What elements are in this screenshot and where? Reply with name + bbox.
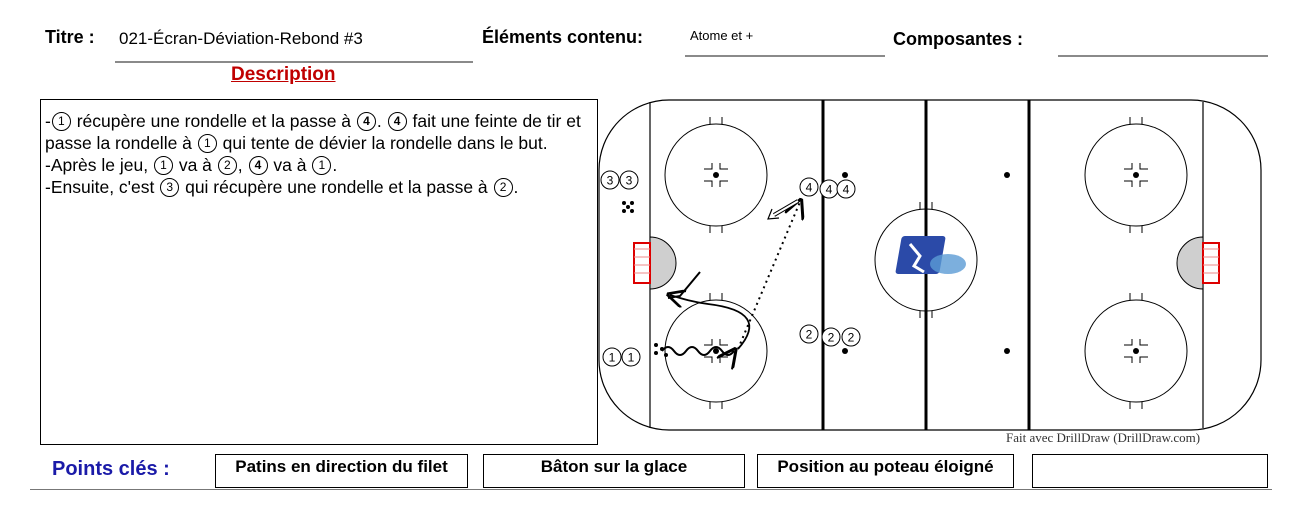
key-point-box-2[interactable]: Bâton sur la glace [483,454,745,488]
description-text: va à [268,155,312,175]
svg-text:2: 2 [828,331,835,345]
description-paragraph: -Ensuite, c'est 3 qui récupère une ronde… [45,176,593,198]
description-text: qui tente de dévier la rondelle dans le … [217,133,548,153]
stick-icon [667,271,701,299]
drilldraw-credit: Fait avec DrillDraw (DrillDraw.com) [1006,430,1201,445]
player-marker-4: 4 [836,179,856,199]
description-text: - [45,111,51,131]
player-number-circle: 1 [153,156,173,175]
key-point-box-3[interactable]: Position au poteau éloigné [757,454,1014,488]
description-text: -Ensuite, c'est [45,177,160,197]
player-marker-2: 2 [841,327,861,347]
description-paragraph: -Après le jeu, 1 va à 2, 4 va à 1. [45,154,593,176]
player-marker-4: 4 [819,179,839,199]
player-marker-1: 1 [621,347,641,367]
description-text: . [513,177,519,197]
player-marker-2: 2 [799,324,819,344]
svg-text:3: 3 [607,174,614,188]
player-number-circle: 2 [493,178,513,197]
key-point-box-1[interactable]: Patins en direction du filet [215,454,468,488]
puck-carry-path [661,347,734,355]
description-text: fait une feinte de tir et passe la ronde… [45,111,581,153]
bottom-rule [30,489,1272,490]
titre-value[interactable]: 021-Écran-Déviation-Rebond #3 [119,29,363,48]
description-heading: Description [231,64,336,85]
player-number-circle: 1 [312,156,332,175]
player-number-circle: 4 [356,112,376,131]
description-text: -Après le jeu, [45,155,153,175]
description-text: qui récupère une rondelle et la passe à [180,177,493,197]
svg-text:4: 4 [826,183,833,197]
description-paragraph: -1 récupère une rondelle et la passe à 4… [45,110,593,154]
description-text: va à [173,155,217,175]
player-marker-1: 1 [602,347,622,367]
description-text: . [332,155,338,175]
description-text: récupère une rondelle et la passe à [71,111,356,131]
pass-path [737,202,800,350]
elements-label: Éléments contenu: [482,27,644,47]
skate-path [670,295,751,350]
player-marker-3: 3 [619,170,639,190]
elements-underline [685,55,885,57]
goal-net-left [633,242,651,284]
description-text: , [237,155,248,175]
player-marker-3: 3 [600,170,620,190]
pucks-top [622,201,634,213]
svg-text:1: 1 [609,351,616,365]
description-box[interactable]: -1 récupère une rondelle et la passe à 4… [40,99,598,445]
svg-text:2: 2 [806,328,813,342]
key-point-box-4[interactable] [1032,454,1268,488]
player-number-circle: 4 [387,112,407,131]
svg-text:1: 1 [628,351,635,365]
titre-underline [115,61,473,63]
player-number-circle: 3 [160,178,180,197]
description-text: . [376,111,387,131]
composantes-label: Composantes : [893,29,1024,49]
player-number-circle: 4 [248,156,268,175]
svg-text:3: 3 [626,174,633,188]
player-number-circle: 2 [217,156,237,175]
svg-text:4: 4 [843,183,850,197]
svg-text:4: 4 [806,181,813,195]
player-number-circle: 1 [51,112,71,131]
center-logo [895,236,966,274]
player-marker-2: 2 [821,327,841,347]
player-marker-4: 4 [799,177,819,197]
player-number-circle: 1 [197,134,217,153]
titre-label: Titre : [45,27,95,47]
composantes-underline [1058,55,1268,57]
elements-value[interactable]: Atome et + [690,28,754,43]
goal-net-right [1202,242,1220,284]
points-cles-label: Points clés : [52,458,170,480]
svg-text:2: 2 [848,331,855,345]
